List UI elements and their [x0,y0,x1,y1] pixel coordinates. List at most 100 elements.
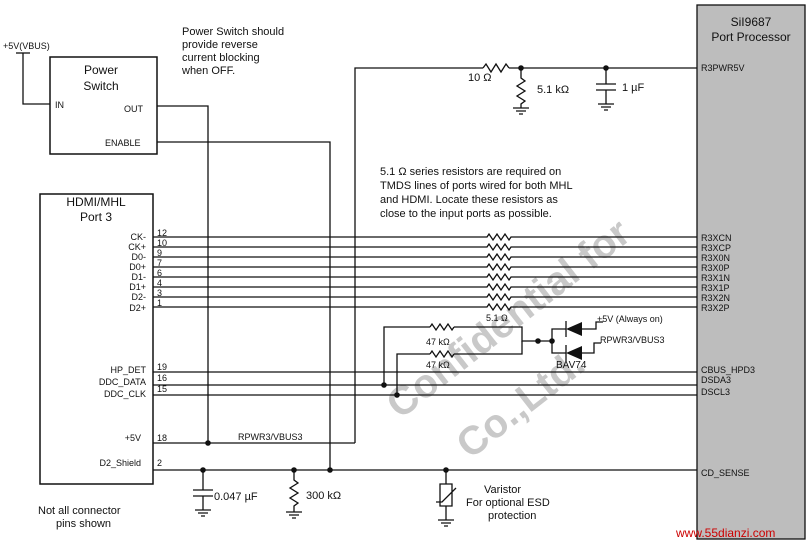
tmds-lines [153,232,697,312]
capacitor-1uf [596,68,616,104]
diode-wiring [538,328,566,354]
connector-pin-name: +5V [125,433,141,443]
connector-subtitle: Port 3 [80,210,112,224]
pullup-wire-1 [383,326,430,385]
vbus-wire [22,53,50,105]
tmds-line-d0-plus [153,262,697,272]
connector-pin-number: 1 [157,298,162,308]
connector-pin-name: HP_DET [110,365,146,375]
ground-symbol [438,519,454,527]
diode-rpwr-label: RPWR3/VBUS3 [600,335,665,345]
tmds-line-d1-minus [153,272,697,282]
tmds-line-ck-minus [153,232,697,242]
resistor-5k1-label: 5.1 kΩ [537,84,569,96]
note-line: Power Switch should [182,26,284,38]
processor-block [696,4,806,540]
capacitor-0047uf [193,470,213,510]
ground-symbol [513,107,529,115]
connector-pin-number: 16 [157,373,167,383]
hdmi-connector-block [39,193,154,485]
connector-pin-number: 19 [157,362,167,372]
pullup-wire-2 [396,353,430,395]
junction-dot [327,467,333,473]
processor-pin-labels: R3PWR5V R3XCN R3XCP R3X0N R3X0P R3X1N R3… [701,63,755,478]
note-line: Not all connector [38,505,121,517]
proc-pin-label: R3PWR5V [701,63,745,73]
connector-pin-number: 9 [157,248,162,258]
varistor [436,470,457,520]
connector-pin-name: DDC_CLK [104,389,146,399]
diode-part-label: BAV74 [556,360,587,371]
connector-note: Not all connector pins shown [38,505,121,530]
resistor-10ohm [482,62,510,74]
bus-rpwr-label: RPWR3/VBUS3 [238,432,303,442]
proc-pin-label: R3XCN [701,233,732,243]
processor-title: SiI9687 [731,15,772,29]
connector-pin-number: 7 [157,258,162,268]
ground-symbol [598,103,614,111]
diode-lower-out [582,342,601,354]
ground-symbol [195,509,211,517]
proc-pin-label: R3X1P [701,283,730,293]
proc-pin-label: R3X0P [701,263,730,273]
connector-pin-number: 2 [157,458,162,468]
note-line: For optional ESD [466,497,550,509]
connector-pin-name: D0- [131,252,146,262]
tmds-line-d1-plus [153,282,697,292]
note-line: and HDMI. Locate these resistors as [380,194,558,206]
resistor-47k-2-label: 47 kΩ [426,360,450,370]
resistor-47k-2 [429,349,455,359]
connector-pin-number: 6 [157,268,162,278]
diode-lower [566,346,582,360]
connector-pin-number: 10 [157,238,167,248]
connector-pin-numbers: 12 10 9 7 6 4 3 1 19 16 15 18 2 [157,228,167,468]
note-line: 5.1 Ω series resistors are required on [380,166,561,178]
proc-pin-label: R3XCP [701,243,731,253]
rpwr-rail [354,67,483,443]
proc-pin-label: CBUS_HPD3 [701,365,755,375]
varistor-note: Varistor For optional ESD protection [466,484,550,522]
power-switch-pin-out: OUT [124,104,144,114]
vbus-label: +5V(VBUS) [3,41,50,51]
tmds-line-d2-minus [153,292,697,302]
connector-pin-name: CK+ [128,242,146,252]
connector-pin-name: D1+ [129,282,146,292]
connector-pin-number: 18 [157,433,167,443]
power-switch-title: Power [84,63,118,77]
tmds-line-d0-minus [153,252,697,262]
tmds-line-ck-plus [153,242,697,252]
connector-pin-name: D1- [131,272,146,282]
power-switch-pin-in: IN [55,100,64,110]
power-out-wire [157,105,209,443]
resistor-47k-1-label: 47 kΩ [426,337,450,347]
junction-dot [394,392,400,398]
site-watermark: www.55dianzi.com [675,526,775,540]
resistor-47k-1 [429,322,455,332]
capacitor-1uf-label: 1 µF [622,82,645,94]
power-switch-note: Power Switch should provide reverse curr… [181,26,284,77]
resistor-300k-label: 300 kΩ [306,490,341,502]
processor-subtitle: Port Processor [711,30,790,44]
connector-pin-names: CK- CK+ D0- D0+ D1- D1+ D2- D2+ HP_DET D… [99,232,147,468]
connector-pin-name: D2_Shield [99,458,141,468]
note-line: pins shown [56,518,111,530]
note-line: when OFF. [181,65,235,77]
connector-pin-number: 3 [157,288,162,298]
power-switch-subtitle: Switch [83,79,118,93]
resistor-300k [288,470,300,512]
note-line: TMDS lines of ports wired for both MHL [380,180,573,192]
note-line: close to the input ports as possible. [380,208,552,220]
ground-symbol [286,511,302,519]
junction-dot [205,440,211,446]
proc-pin-label: R3X2P [701,303,730,313]
proc-pin-label: R3X1N [701,273,730,283]
connector-pin-name: D2- [131,292,146,302]
note-line: protection [488,510,536,522]
connector-pin-number: 15 [157,384,167,394]
junction-dot [381,382,387,388]
connector-pin-name: D0+ [129,262,146,272]
note-line: current blocking [182,52,260,64]
proc-pin-label: R3X2N [701,293,730,303]
tmds-line-d2-plus [153,302,697,312]
